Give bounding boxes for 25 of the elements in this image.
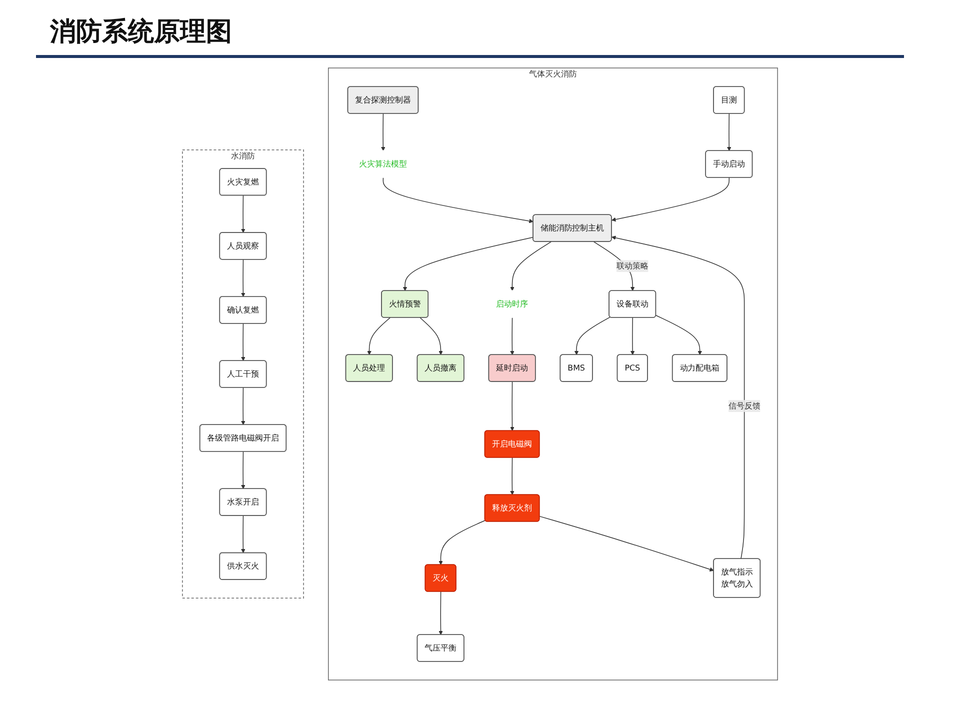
arrow (382, 177, 534, 224)
arrow (611, 177, 730, 222)
arrow (611, 236, 745, 560)
arrow (630, 317, 635, 356)
arrow (241, 259, 246, 297)
arrow (380, 113, 386, 152)
arrow (510, 457, 514, 496)
arrow (510, 381, 514, 432)
arrow (539, 516, 714, 572)
arrow (574, 316, 611, 356)
arrow (402, 236, 534, 292)
arrow (438, 520, 486, 566)
arrow (241, 387, 246, 426)
arrow (726, 113, 732, 152)
arrow (241, 451, 246, 490)
arrow (438, 591, 443, 636)
arrow (241, 515, 246, 554)
arrow (420, 317, 443, 356)
arrow (510, 317, 514, 356)
page-title: 消防系统原理图 (50, 16, 233, 49)
arrow (367, 317, 390, 356)
arrow (241, 195, 246, 233)
arrow (510, 241, 552, 292)
arrow (241, 323, 246, 362)
arrow (656, 314, 702, 356)
